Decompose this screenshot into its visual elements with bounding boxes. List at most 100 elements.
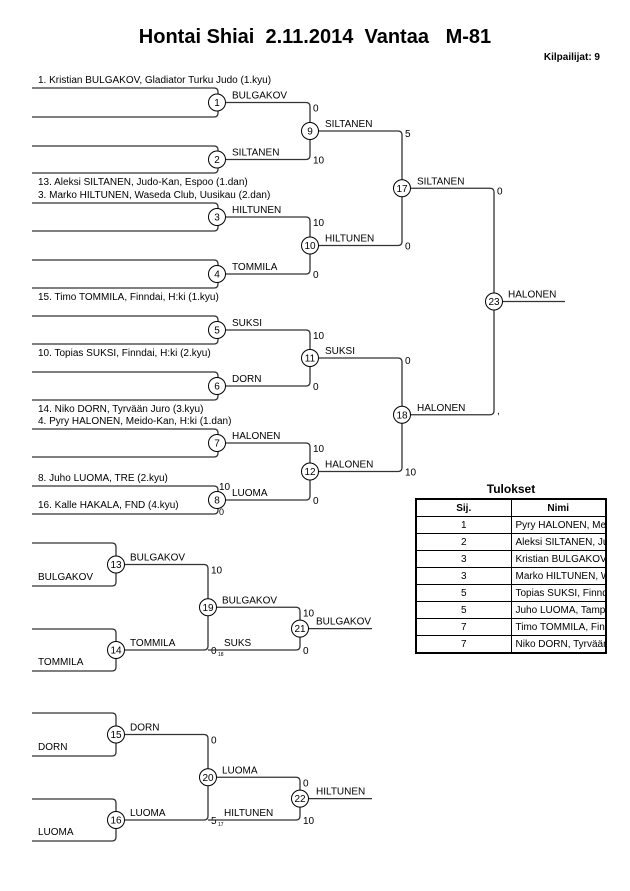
score: 5 [211,816,217,827]
winner-name: SUKSI [325,346,355,357]
winner-name: SILTANEN [417,176,464,187]
match-number: 17 [396,184,408,195]
match-number-circle [107,811,125,829]
match-number: 20 [202,773,214,784]
champion-name: HALONEN [508,290,556,301]
score: 0 [211,646,217,657]
match-number-circle [301,236,319,255]
result-place: 1 [415,516,512,534]
match-number-circle [393,179,411,198]
repechage-entry: BULGAKOV [38,572,93,583]
match-number-circle [208,208,226,226]
match-number: 19 [202,603,214,614]
winner-name: DORN [232,374,261,385]
result-place: 2 [415,533,512,551]
repechage-entry: LUOMA [38,827,74,838]
match-number: 14 [110,646,122,657]
final-bracket-line [402,187,495,416]
score: 0 [313,382,319,393]
score: 10 [219,482,231,493]
result-name: Topias SUKSI, Finndai, H:ki [510,584,607,602]
match-number-circle [208,434,226,452]
match-number-circle [208,93,226,112]
match-number: 4 [214,270,220,281]
result-name: Timo TOMMILA, Finndai, H:ki [510,618,607,636]
competitor-entry: 4. Pyry HALONEN, Meido-Kan, H:ki (1.dan) [38,416,231,427]
winner-name: SILTANEN [232,148,279,159]
round1-bracket-line [32,87,219,118]
winner-name: BULGAKOV [232,91,287,102]
competitor-entry: 1. Kristian BULGAKOV, Gladiator Turku Ju… [38,75,271,86]
match-number-circle [393,405,411,424]
result-place: 3 [415,550,512,568]
match-number-circle [107,641,125,659]
competitor-count: Kilpailijat: 9 [543,52,600,63]
match-number: 22 [294,794,306,805]
score: 0 [405,242,411,253]
round1-bracket-line [32,202,219,232]
winner-name: SUKS [224,638,252,649]
match-number: 6 [214,382,220,393]
results-header-row: Sij. Nimi [415,498,607,517]
score: 0 [313,496,319,507]
score: 10 [313,444,325,455]
winner-name: HALONEN [325,460,373,471]
competitor-entry: 16. Kalle HAKALA, FND (4.kyu) [38,500,179,511]
bronze-winner-name: HILTUNEN [316,787,365,798]
match-number: 8 [214,496,220,507]
match-number: 15 [110,730,122,741]
winner-name: SILTANEN [325,119,372,130]
winner-name: TOMMILA [130,638,176,649]
competitor-entry: 8. Juho LUOMA, TRE (2.kyu) [38,473,168,484]
winner-name: BULGAKOV [222,595,277,606]
round1-bracket-line [32,145,219,174]
score-note: 17 [218,822,224,828]
page-title: Hontai Shiai 2.11.2014 Vantaa M-81 [138,26,492,48]
match-number-circle [301,122,319,140]
result-name: Pyry HALONEN, Meido-Kan, H:ki [510,516,607,534]
score: 0 [405,356,411,367]
match-number: 12 [304,467,316,478]
match-number-circle [107,725,125,744]
score: 10 [405,468,417,479]
winner-name: SUKSI [232,318,262,329]
match-number-circle [208,265,226,283]
competitor-entry: 13. Aleksi SILTANEN, Judo-Kan, Espoo (1.… [38,177,248,188]
score: , [497,406,500,417]
score: 0 [303,778,309,789]
repechage-entry: DORN [38,742,67,753]
score: 0 [303,646,309,657]
result-place: 5 [415,601,512,619]
round1-bracket-line [32,259,219,289]
score: 10 [211,566,223,577]
match-number-circle [208,150,226,169]
match-number: 21 [294,624,306,635]
score: 0 [219,507,224,517]
match-number: 13 [110,560,122,571]
score: 0 [211,736,217,747]
bronze-bracket-line [208,606,301,651]
score: 10 [303,816,315,827]
match-number: 9 [307,127,313,138]
match-number: 5 [214,326,220,337]
match-number-circle [301,462,319,481]
winner-name: HALONEN [232,431,280,442]
round1-bracket-line [32,371,219,401]
match-number: 23 [488,297,500,308]
score: 0 [313,270,319,281]
match-number: 16 [110,816,122,827]
match-number: 1 [214,98,220,109]
winner-name: HALONEN [417,403,465,414]
score: 0 [313,104,319,115]
score: 10 [303,608,315,619]
result-name: Aleksi SILTANEN, Judo-Kan, Espoo [510,533,607,551]
winner-name: TOMMILA [232,262,278,273]
header-place: Sij. [415,498,512,517]
match-number-circle [301,349,319,367]
